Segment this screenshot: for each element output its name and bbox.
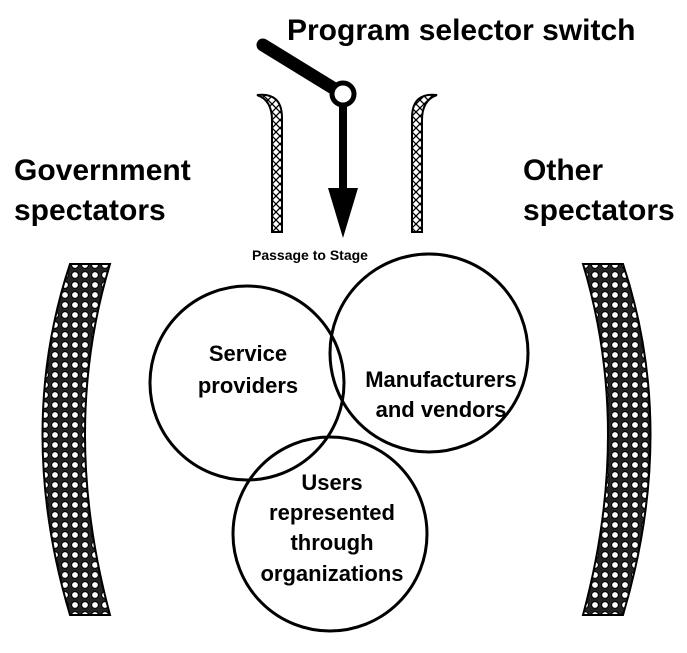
title-text: Program selector switch bbox=[287, 14, 635, 47]
passage-label: Passage to Stage bbox=[252, 247, 368, 263]
users-label-line3: through bbox=[290, 530, 373, 555]
left-label-line2: spectators bbox=[14, 194, 166, 227]
users-label-line1: Users bbox=[301, 470, 362, 495]
right-label-line2: spectators bbox=[523, 194, 675, 227]
service-label-line1: Service bbox=[209, 341, 287, 366]
service-providers-circle bbox=[148, 284, 346, 482]
users-label-line4: organizations bbox=[260, 561, 403, 586]
service-label-line2: providers bbox=[198, 373, 298, 398]
manufacturers-label-line2: and vendors bbox=[376, 397, 507, 422]
switch-lever bbox=[256, 38, 340, 95]
government-spectator-stand bbox=[41, 263, 112, 616]
left-label-line1: Government bbox=[14, 154, 191, 187]
manufacturers-circle bbox=[328, 252, 530, 454]
other-spectator-stand bbox=[581, 263, 652, 616]
switch-arrow-head bbox=[328, 188, 358, 238]
users-circle bbox=[231, 435, 429, 633]
passage-left-wall bbox=[256, 93, 283, 233]
passage-right-wall bbox=[411, 93, 438, 233]
users-label-line2: represented bbox=[269, 500, 395, 525]
right-label-line1: Other bbox=[523, 154, 603, 187]
manufacturers-label-line1: Manufacturers bbox=[365, 367, 517, 392]
switch-pivot bbox=[329, 80, 357, 108]
